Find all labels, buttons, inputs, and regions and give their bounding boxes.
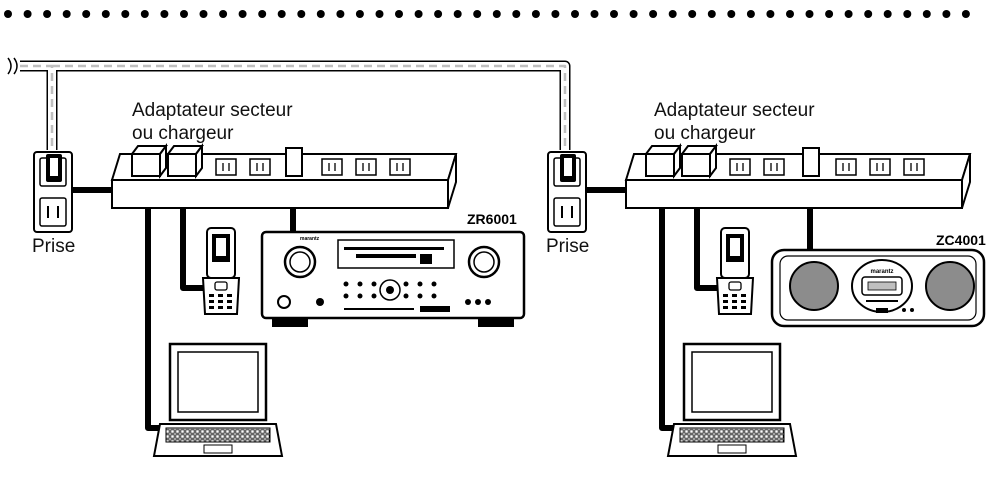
power-plug-icon: [285, 147, 303, 177]
power-strip-icon: [110, 143, 458, 209]
border-dot: [43, 10, 52, 18]
border-dot: [453, 10, 462, 18]
wall-outlet-icon: [33, 151, 73, 233]
border-dot: [23, 10, 32, 18]
border-dot: [62, 10, 71, 18]
adapter-label-left-line1: Adaptateur secteur: [132, 100, 293, 121]
border-dot: [395, 10, 403, 18]
power-plug-icon: [802, 147, 820, 177]
border-dot: [590, 10, 599, 18]
power-adapter-icon: [644, 143, 682, 179]
border-dot: [297, 10, 306, 18]
border-dot: [825, 10, 834, 18]
mobile-phone-icon: [202, 227, 240, 315]
border-dot: [355, 10, 364, 18]
laptop-icon: [152, 342, 284, 458]
model-label-receiver: ZR6001: [467, 211, 517, 227]
laptop-icon: [666, 342, 798, 458]
border-dot: [336, 10, 345, 18]
border-dot: [786, 10, 794, 18]
power-adapter-icon: [166, 143, 204, 179]
border-dot: [961, 10, 970, 18]
border-dot: [140, 10, 149, 18]
border-dot: [629, 10, 638, 18]
border-dot: [375, 10, 384, 18]
brand-logo: marantz: [870, 269, 893, 275]
border-dot: [864, 10, 873, 18]
power-adapter-icon: [680, 143, 718, 179]
power-adapter-icon: [130, 143, 168, 179]
outlet-label-left: Prise: [32, 236, 76, 257]
border-dot: [922, 10, 931, 18]
border-dot: [121, 10, 130, 18]
border-dot: [727, 10, 736, 18]
border-dot: [766, 10, 775, 18]
border-dot: [473, 10, 482, 18]
border-dot: [668, 10, 677, 18]
wall-outlet-icon: [547, 151, 587, 233]
border-dot: [238, 10, 247, 18]
av-receiver-icon: [260, 230, 526, 327]
border-dot: [101, 10, 110, 18]
outlet-label-right: Prise: [546, 236, 590, 257]
power-strip-icon: [624, 143, 972, 209]
border-dot: [844, 10, 853, 18]
border-dot: [649, 10, 658, 18]
border-dot: [610, 10, 618, 18]
border-dot: [571, 10, 579, 18]
border-dot: [688, 10, 697, 18]
adapter-label-left-line2: ou chargeur: [132, 123, 234, 144]
adapter-label-right-line2: ou chargeur: [654, 123, 756, 144]
model-label-radio: ZC4001: [936, 232, 986, 248]
border-dot: [903, 10, 912, 18]
border-dot: [883, 10, 892, 18]
border-dot: [160, 10, 169, 18]
network-cable: [7, 57, 571, 150]
border-dot: [531, 10, 540, 18]
border-dot: [277, 10, 286, 18]
brand-logo: marantz: [300, 236, 320, 242]
border-dot: [219, 10, 228, 18]
border-dot: [434, 10, 443, 18]
border-dot: [4, 10, 12, 18]
border-dot: [492, 10, 501, 18]
border-dot: [746, 10, 755, 18]
border-dot: [512, 10, 521, 18]
network-radio-icon: [770, 248, 986, 328]
border-dot: [414, 10, 423, 18]
border-dot: [180, 10, 188, 18]
border-dot: [258, 10, 267, 18]
border-dot: [942, 10, 951, 18]
adapter-label-right-line1: Adaptateur secteur: [654, 100, 815, 121]
border-dot: [316, 10, 325, 18]
border-dot: [199, 10, 208, 18]
border-dot: [551, 10, 560, 18]
dotted-border: [4, 10, 970, 18]
border-dot: [707, 10, 716, 18]
mobile-phone-icon: [716, 227, 754, 315]
border-dot: [805, 10, 814, 18]
border-dot: [82, 10, 91, 18]
